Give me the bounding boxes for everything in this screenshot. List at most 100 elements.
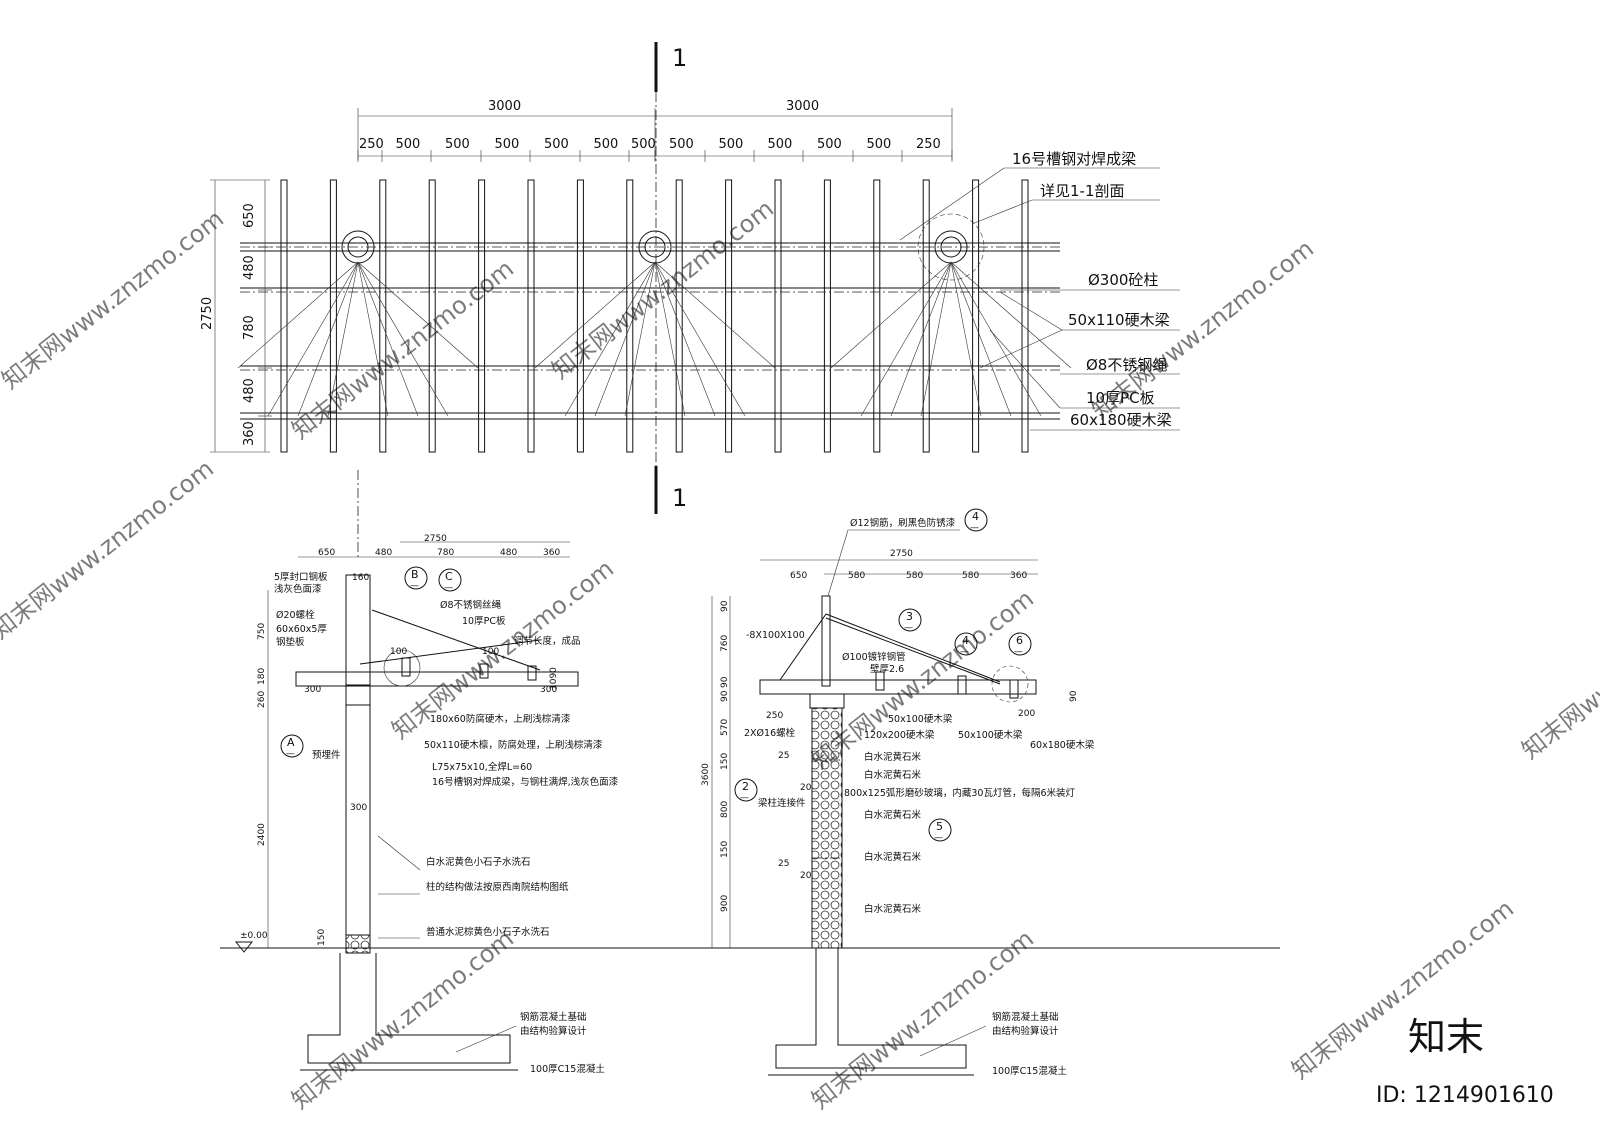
plan-left-dim-5: 360 [242,421,257,446]
sa-label-14: 柱的结构做法按原西南院结构图纸 [426,881,569,893]
sb-small-dim-25b: 25 [778,859,789,869]
plan-total-dim: 2750 [200,297,215,330]
sb-bubble-4-top: 4 — [964,508,988,533]
watermark-text: 知末网www.znzmo.com [1086,234,1319,424]
id-label: ID: 1214901610 [1376,1083,1554,1108]
plan-label-column: Ø300砼柱 [1088,271,1158,289]
sa-label-2: Ø20螺栓 [276,609,315,621]
plan-label-pc-board: 10厚PC板 [1086,389,1155,407]
sb-height-2: 760 [720,635,730,652]
section-a: 2750 650 480 780 480 360 750 180 260 240… [220,470,1280,1075]
sa-top-dim-4: 480 [500,548,517,558]
sa-label-7: 调节长度，成品 [514,635,581,647]
sa-label-15: 普通水泥棕黄色小石子水洗石 [426,926,550,938]
sa-label-16: 钢筋混凝土基础 [520,1011,587,1023]
sa-small-dim-100b: 100 [482,647,499,657]
sa-small-dim-1090: 1090 [549,667,559,690]
section-b: 2750 650 580 580 580 360 90 760 90 90 57… [701,508,1095,1077]
sa-label-0: 5厚封口钢板 [274,571,328,583]
plan-rafter [576,179,584,453]
plan-left-dim-3: 780 [242,315,257,340]
plan-rafters [280,179,1029,453]
sb-bubble-4: 4 — [954,632,978,657]
plan-label-timber-50x110: 50x110硬木梁 [1068,311,1170,329]
plan-rafter [329,179,337,453]
plan-rafter [1021,179,1029,453]
sb-label-6: 60x180硬木梁 [1030,739,1095,751]
sb-small-dim-25a: 25 [778,751,789,761]
svg-text:—: — [740,793,749,803]
plan-rafter [725,179,733,453]
sa-label-1: 浅灰色面漆 [274,583,322,595]
plan-module-dim: 500 [719,137,744,152]
plan-module-dim: 500 [867,137,892,152]
svg-text:6: 6 [1016,634,1023,647]
plan-label-channel-beam: 16号槽钢对焊成梁 [1012,150,1136,168]
sb-label-4: 50x100硬木梁 [888,713,953,725]
plan-rafter [478,179,486,453]
plan-module-dim: 500 [768,137,793,152]
sa-height-4: 2400 [257,823,267,846]
sb-height-5: 570 [720,719,730,736]
sa-label-12: 预埋件 [312,749,341,761]
sa-bubble-a: A — [280,734,304,759]
plan-module-dim: 250 [359,137,384,152]
svg-text:—: — [1014,647,1023,657]
plan-rafter [823,179,831,453]
sb-top-dim-1: 650 [790,571,807,581]
svg-text:—: — [970,523,979,533]
svg-text:4: 4 [962,634,969,647]
sb-height-4: 90 [720,690,730,702]
plan-module-dim: 500 [495,137,520,152]
sb-label-12: 800x125弧形磨砂玻璃，内藏30瓦灯管，每隔6米装灯 [844,787,1076,799]
plan-module-dim: 500 [544,137,569,152]
sa-top-total: 2750 [424,534,447,544]
sa-label-13: 白水泥黄色小石子水洗石 [426,856,531,868]
brand-logo: 知末 [1408,1015,1484,1059]
plan-module-dim: 500 [396,137,421,152]
sb-top-dim-3: 580 [906,571,923,581]
sa-small-dim-160: 160 [352,573,369,583]
svg-text:—: — [410,581,419,591]
sb-label-10: 白水泥黄石米 [864,769,922,781]
sa-height-2: 180 [257,668,267,685]
sb-bubble-6: 6 — [1008,632,1032,657]
svg-text:A: A [287,736,295,749]
sa-small-dim-100a: 100 [390,647,407,657]
plan-module-dim: 500 [631,137,656,152]
section-mark-top: 1 [672,44,687,72]
sb-top-dim-2: 580 [848,571,865,581]
svg-text:—: — [444,583,453,593]
svg-text:3: 3 [906,610,913,623]
plan-rafter [675,179,683,453]
sb-label-0: Ø12钢筋，刷黑色防锈漆 [850,517,956,529]
plan-rafter [972,179,980,453]
plan-module-dim: 500 [445,137,470,152]
sb-height-1: 90 [720,600,730,612]
sb-label-13: 白水泥黄石米 [864,809,922,821]
sb-small-dim-20b: 20 [800,871,812,881]
sa-top-dim-2: 480 [375,548,392,558]
svg-text:—: — [286,749,295,759]
svg-text:4: 4 [972,510,979,523]
sa-label-18: 100厚C15混凝土 [530,1063,605,1075]
sa-label-8: 180x60防腐硬木，上刷浅棕清漆 [430,713,571,725]
sa-label-4: 钢垫板 [276,636,305,648]
sa-height-5: 150 [317,929,327,946]
plan-left-dim-1: 650 [242,203,257,228]
sa-bubble-b: B — [404,566,428,591]
plan-rafter [527,179,535,453]
sb-label-5: 50x100硬木梁 [958,729,1023,741]
sa-level: ±0.00 [240,931,268,941]
sb-bubble-5: 5 — [928,818,952,843]
watermark-text: 知末网www.znzmo.com [1286,894,1519,1084]
plan-module-dim: 250 [916,137,941,152]
watermark-text: 知末网www.znzmo.com [1516,574,1600,764]
sb-height-total: 3600 [701,763,711,786]
sa-label-10: L75x75x10,全焊L=60 [432,761,532,773]
sa-label-17: 由结构验算设计 [520,1025,587,1037]
plan-steel-cables [237,261,1072,417]
sb-label-7: 2XØ16螺栓 [744,727,796,739]
